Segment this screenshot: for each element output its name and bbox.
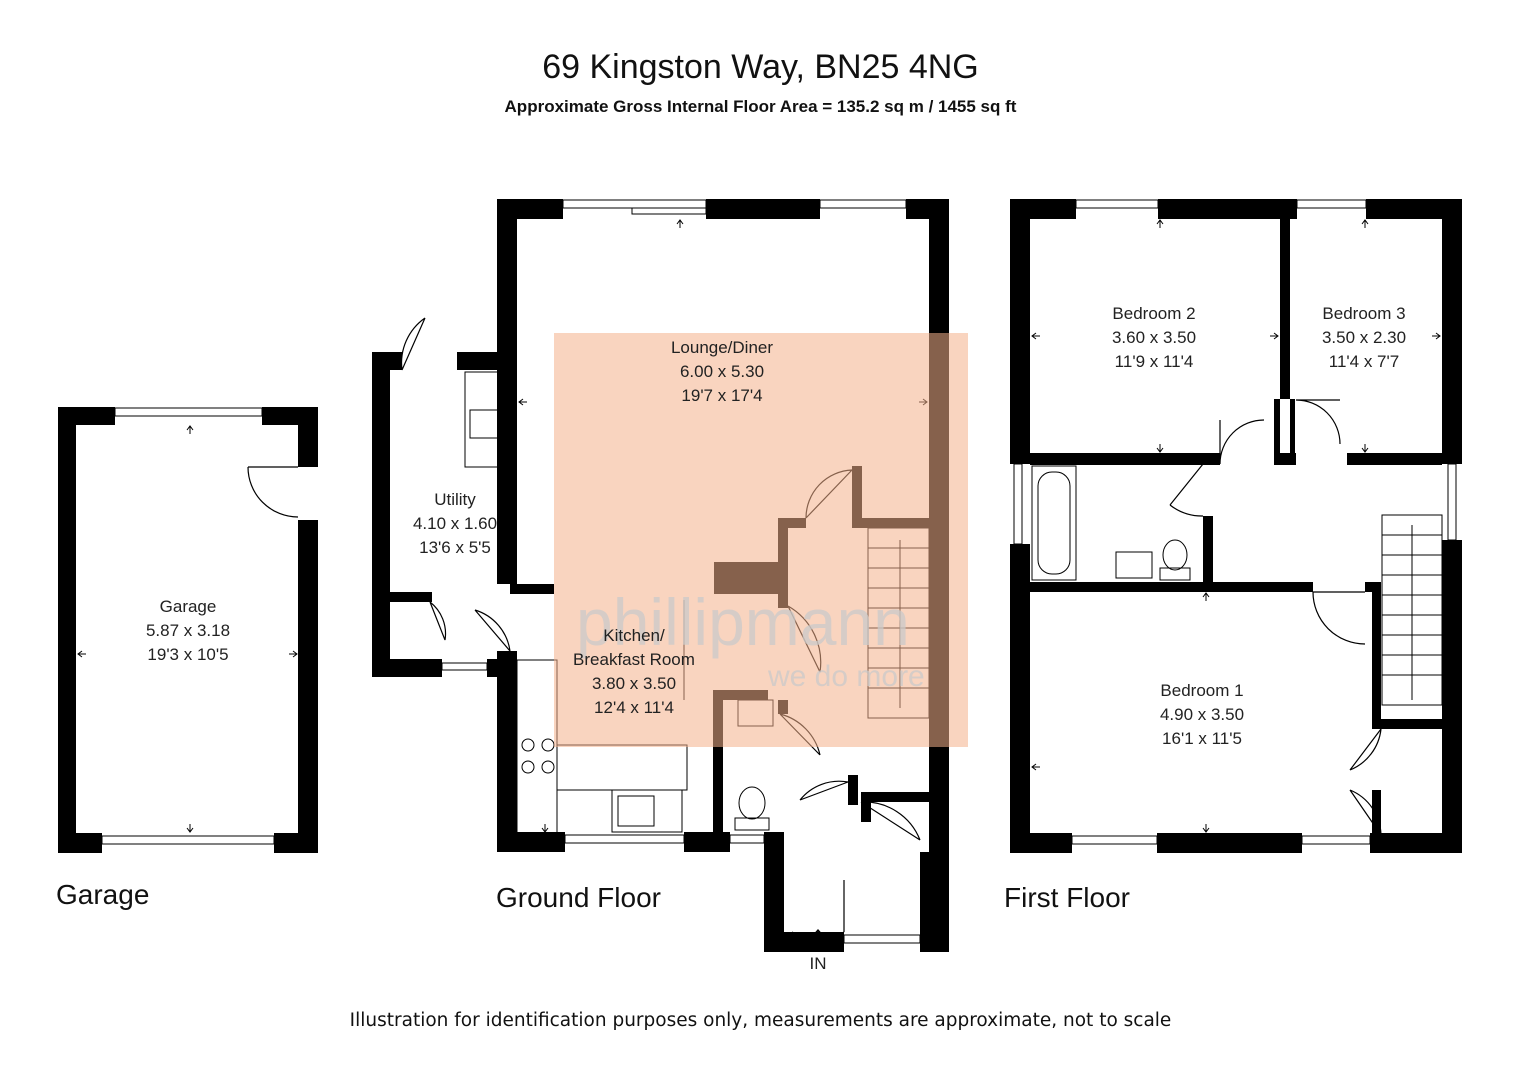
room-name: Garage (160, 597, 217, 616)
room-bedroom-1: Bedroom 1 4.90 x 3.50 16'1 x 11'5 (1160, 681, 1244, 748)
room-imperial: 11'4 x 7'7 (1329, 352, 1399, 371)
room-name: Utility (434, 490, 476, 509)
first-floor-plan (1010, 199, 1462, 853)
disclaimer: Illustration for identification purposes… (349, 1010, 1172, 1031)
watermark-brand: phillipmann (576, 585, 910, 659)
floor-label-ground: Ground Floor (496, 882, 661, 913)
room-utility: Utility 4.10 x 1.60 13'6 x 5'5 (413, 490, 497, 557)
room-lounge: Lounge/Diner 6.00 x 5.30 19'7 x 17'4 (671, 338, 773, 405)
room-name: Kitchen/ (603, 626, 665, 645)
room-imperial: 19'7 x 17'4 (681, 386, 762, 405)
room-imperial: 19'3 x 10'5 (147, 645, 228, 664)
room-bedroom-2: Bedroom 2 3.60 x 3.50 11'9 x 11'4 (1112, 304, 1196, 371)
floor-label-garage: Garage (56, 879, 149, 910)
room-metric: 3.50 x 2.30 (1322, 328, 1406, 347)
room-imperial: 16'1 x 11'5 (1162, 729, 1242, 748)
room-imperial: 12'4 x 11'4 (594, 698, 674, 717)
page-title: 69 Kingston Way, BN25 4NG (542, 48, 979, 86)
room-imperial: 11'9 x 11'4 (1115, 352, 1194, 371)
room-garage: Garage 5.87 x 3.18 19'3 x 10'5 (146, 597, 230, 664)
floor-area-subtitle: Approximate Gross Internal Floor Area = … (504, 97, 1017, 116)
floor-label-first: First Floor (1004, 882, 1130, 913)
entrance-marker: IN (810, 954, 827, 973)
room-metric: 4.90 x 3.50 (1160, 705, 1244, 724)
room-imperial: 13'6 x 5'5 (419, 538, 491, 557)
room-bedroom-3: Bedroom 3 3.50 x 2.30 11'4 x 7'7 (1322, 304, 1406, 371)
watermark: phillipmann we do more (576, 585, 925, 693)
room-metric: 3.80 x 3.50 (592, 674, 676, 693)
watermark-tagline: we do more (767, 660, 925, 693)
garage-plan (58, 407, 318, 853)
room-name: Lounge/Diner (671, 338, 773, 357)
room-metric: 6.00 x 5.30 (680, 362, 764, 381)
highlight-overlay (554, 333, 968, 747)
room-name-line2: Breakfast Room (573, 650, 695, 669)
room-metric: 5.87 x 3.18 (146, 621, 230, 640)
room-metric: 3.60 x 3.50 (1112, 328, 1196, 347)
room-metric: 4.10 x 1.60 (413, 514, 497, 533)
room-name: Bedroom 2 (1112, 304, 1195, 323)
room-name: Bedroom 3 (1322, 304, 1405, 323)
entrance-label: IN (810, 954, 827, 973)
room-kitchen: Kitchen/ Breakfast Room 3.80 x 3.50 12'4… (573, 626, 695, 717)
room-name: Bedroom 1 (1160, 681, 1243, 700)
